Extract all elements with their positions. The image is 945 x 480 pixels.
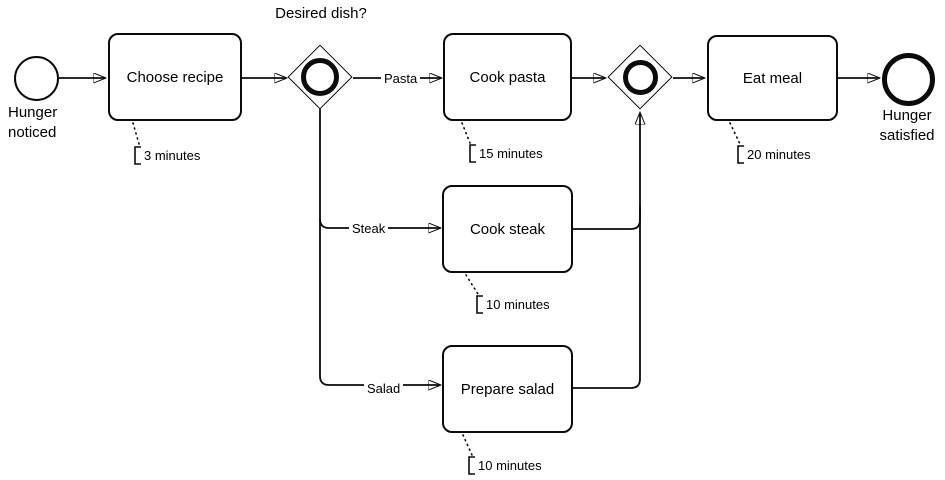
task-choose-recipe[interactable]: Choose recipe [108,33,242,121]
flow-steak-to-merge [573,205,641,230]
flow-label-pasta: Pasta [381,71,421,86]
annotation-steak-duration: 10 minutes [486,297,550,312]
start-event-label: Hunger noticed [8,104,58,141]
annotation-eat-duration: 20 minutes [747,147,811,162]
annotation-salad-duration: 10 minutes [478,458,542,473]
assoc-pasta-duration [461,122,471,144]
task-cook-steak[interactable]: Cook steak [442,185,573,273]
flow-salad-to-merge [573,113,640,389]
annotation-choose-duration: 3 minutes [144,148,201,163]
task-prepare-salad[interactable]: Prepare salad [442,345,573,433]
start-event[interactable] [14,56,59,101]
flow-salad [319,109,440,385]
inclusive-gateway-icon [301,58,339,96]
task-cook-pasta[interactable]: Cook pasta [443,33,572,121]
split-gateway[interactable] [287,44,353,110]
annotation-bracket-eat [737,145,744,164]
end-event[interactable] [882,53,935,106]
annotation-bracket-salad [468,456,475,475]
flow-label-steak: Steak [349,221,389,236]
merge-gateway[interactable] [607,44,673,110]
gateway-question-label: Desired dish? [275,5,367,22]
assoc-choose-duration [132,122,140,145]
annotation-bracket-pasta [469,144,476,163]
task-eat-meal[interactable]: Eat meal [707,35,838,121]
annotation-bracket-choose [134,146,141,165]
annotation-pasta-duration: 15 minutes [479,146,543,161]
annotation-bracket-steak [476,295,483,314]
assoc-salad-duration [462,434,473,456]
flow-steak [319,218,440,228]
inclusive-gateway-icon [622,59,658,95]
assoc-steak-duration [465,274,479,295]
end-event-label: Hunger satisfied [879,107,935,144]
assoc-eat-duration [729,122,741,145]
flow-label-salad: Salad [364,381,404,396]
